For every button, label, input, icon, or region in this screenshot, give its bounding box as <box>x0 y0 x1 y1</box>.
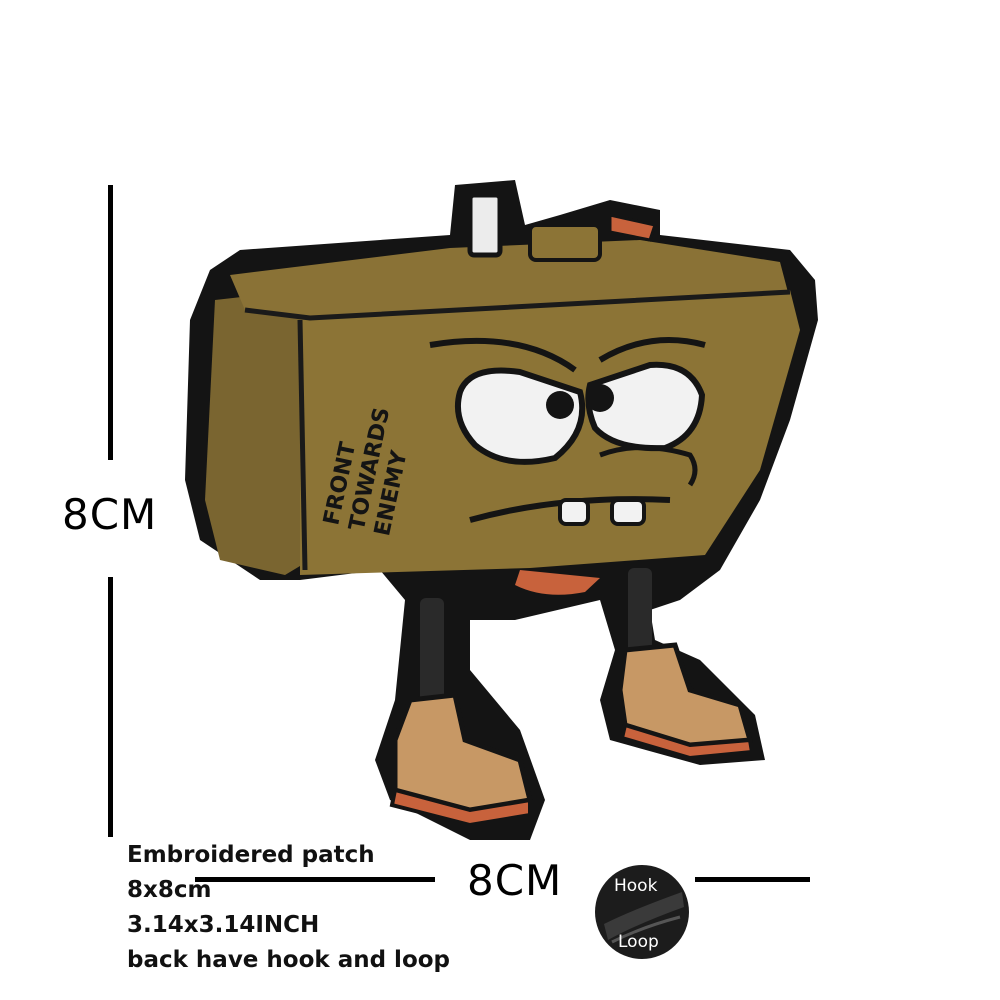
left-eye <box>454 367 586 465</box>
width-label: 8CM <box>467 856 563 905</box>
body-side <box>205 290 310 575</box>
height-label: 8CM <box>62 490 158 539</box>
right-leg <box>628 568 652 660</box>
description-line-4: back have hook and loop <box>127 947 451 973</box>
left-leg <box>420 598 444 716</box>
eyes <box>429 337 706 465</box>
nose <box>599 445 698 487</box>
description-line-1: Embroidered patch <box>127 842 375 868</box>
top-edge-line <box>244 289 791 321</box>
height-rule-bottom <box>108 577 113 837</box>
loop-label: Loop <box>618 932 659 952</box>
teeth <box>558 498 646 526</box>
underside-orange <box>515 570 600 595</box>
height-rule-top <box>108 185 113 460</box>
description-line-3: 3.14x3.14INCH <box>127 912 320 938</box>
edge-line <box>297 319 308 571</box>
width-rule-left <box>195 877 435 882</box>
product-description: Embroidered patch 8x8cm 3.14x3.14INCH ba… <box>127 838 450 978</box>
width-rule-right <box>695 877 810 882</box>
hook-loop-swatch <box>595 865 689 959</box>
left-pupil <box>546 391 574 419</box>
legs <box>420 568 652 716</box>
hook-label: Hook <box>614 876 658 896</box>
right-boot <box>617 642 755 761</box>
fuse <box>467 192 657 262</box>
hook-loop-badge: Hook Loop <box>592 862 692 962</box>
left-boot <box>389 692 534 828</box>
description-line-2: 8x8cm <box>127 877 212 903</box>
right-brow <box>598 337 706 363</box>
left-brow <box>429 337 577 373</box>
right-pupil <box>586 384 614 412</box>
